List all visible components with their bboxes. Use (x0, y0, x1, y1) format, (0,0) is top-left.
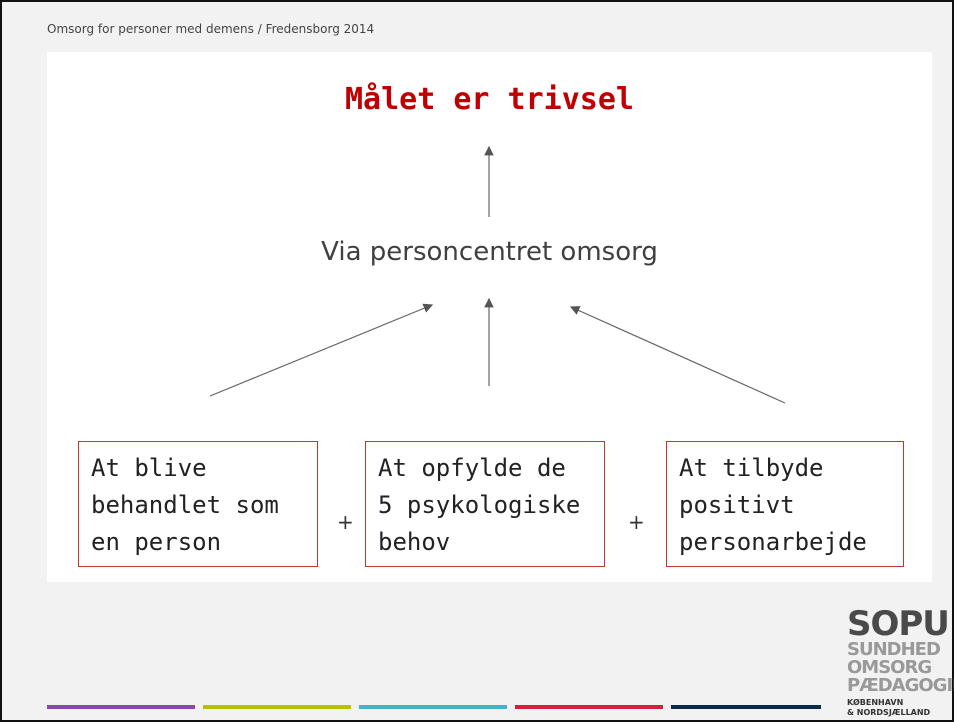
logo-text: SUNDHED (847, 639, 941, 660)
box-line: At tilbyde (679, 454, 824, 482)
slide-content: Målet er trivsel Via personcentret omsor… (47, 52, 932, 582)
box-treated-as-person: At blive behandlet som en person (78, 441, 318, 567)
footer-bar-green (203, 705, 351, 709)
logo-text: OMSORG (847, 657, 932, 678)
box-line: behov (378, 528, 451, 556)
box-line: behandlet som (91, 491, 279, 519)
box-line: At blive (91, 454, 207, 482)
box-line: en person (91, 528, 222, 556)
arrows-diagram (209, 145, 786, 404)
plus-sign: + (337, 510, 354, 534)
sopu-logo: SOPU SUNDHED OMSORG PÆDAGOGIK KØBENHAVN … (847, 604, 954, 717)
box-line: personarbejde (679, 528, 867, 556)
box-line: positivt (679, 491, 795, 519)
box-line: At opfylde de (378, 454, 566, 482)
logo-text: & NORDSJÆLLAND (847, 707, 931, 717)
footer-bar-navy (671, 705, 821, 709)
box-psychological-needs: At opfylde de 5 psykologiske behov (365, 441, 605, 567)
arrow-right (569, 306, 786, 404)
logo-text: SOPU (847, 604, 950, 644)
footer-bar-cyan (359, 705, 507, 709)
arrow-left (209, 303, 434, 397)
footer-bar-purple (47, 705, 195, 709)
footer-bar-red (515, 705, 663, 709)
box-line: 5 psykologiske (378, 491, 581, 519)
header-text: Omsorg for personer med demens / Fredens… (47, 22, 375, 36)
plus-sign: + (628, 510, 645, 534)
slide-subtitle: Via personcentret omsorg (321, 237, 658, 267)
box-positive-personwork: At tilbyde positivt personarbejde (666, 441, 904, 567)
slide-title: Målet er trivsel (345, 82, 634, 117)
logo-text: PÆDAGOGIK (847, 675, 954, 696)
logo-text: KØBENHAVN (847, 698, 904, 707)
